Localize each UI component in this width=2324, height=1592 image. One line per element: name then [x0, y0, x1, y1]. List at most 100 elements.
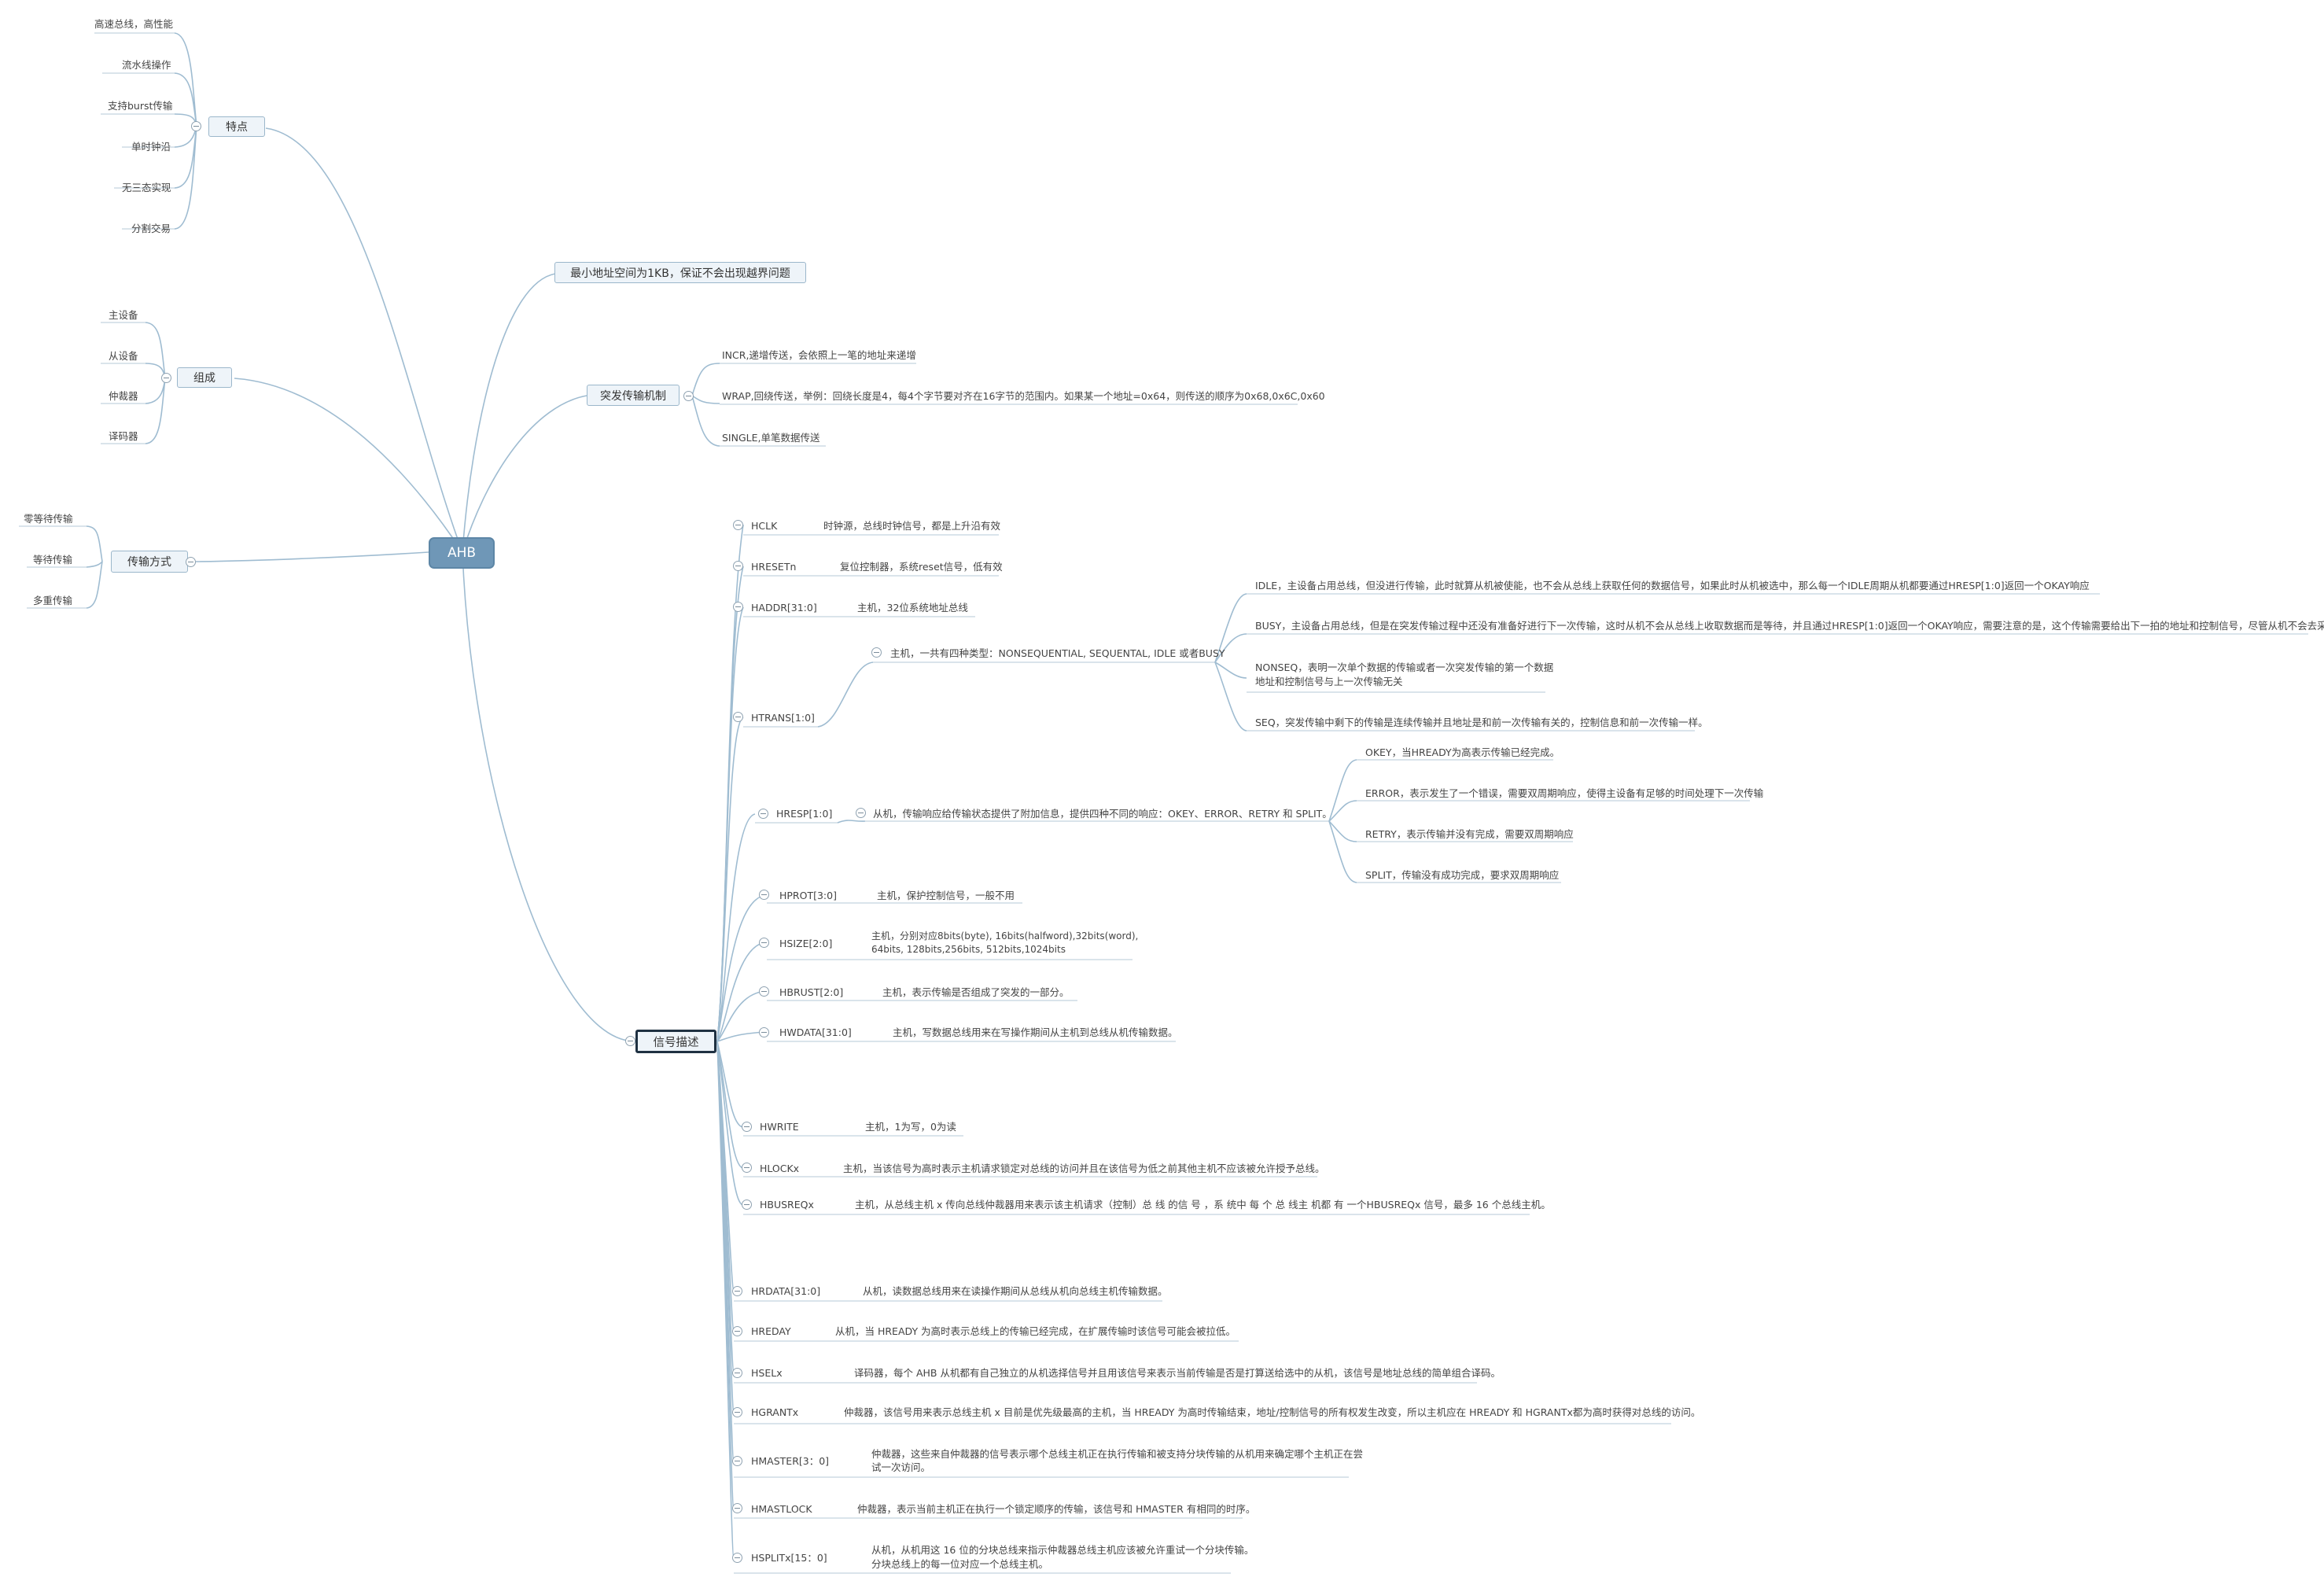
collapse-hclk-icon[interactable]	[733, 520, 743, 530]
burst-label: 突发传输机制	[600, 389, 666, 403]
hresp-sub-okey: OKEY，当HREADY为高表示传输已经完成。	[1365, 746, 1560, 758]
htrans-sub-idle: IDLE，主设备占用总线，但没进行传输，此时就算从机被使能，也不会从总线上获取任…	[1255, 580, 2090, 591]
collapse-hselx-icon[interactable]	[732, 1368, 742, 1378]
collapse-signals-icon[interactable]	[625, 1036, 635, 1046]
signal-name: HGRANTx	[751, 1406, 799, 1418]
composition-item: 从设备	[109, 350, 138, 362]
collapse-hsplitx-icon[interactable]	[732, 1553, 742, 1563]
signal-name: HWDATA[31:0]	[779, 1026, 852, 1038]
root-node-ahb[interactable]: AHB	[429, 537, 495, 569]
collapse-hwrite-icon[interactable]	[742, 1122, 752, 1132]
collapse-haddr-icon[interactable]	[733, 602, 743, 612]
collapse-hresp-desc-icon[interactable]	[856, 808, 866, 818]
features-node[interactable]: 特点	[208, 116, 265, 137]
collapse-hwdata-icon[interactable]	[759, 1027, 769, 1037]
signal-desc: 仲裁器，这些来自仲裁器的信号表示哪个总线主机正在执行传输和被支持分块传输的从机用…	[871, 1448, 1364, 1460]
signal-desc: 主机，分别对应8bits(byte), 16bits(halfword),32b…	[871, 931, 1139, 942]
htrans-sub-nonseq-2: 地址和控制信号与上一次传输无关	[1255, 676, 1403, 687]
signal-desc-line2: 试一次访问。	[871, 1461, 931, 1473]
collapse-hgrantx-icon[interactable]	[732, 1407, 742, 1417]
signal-name: HADDR[31:0]	[751, 602, 817, 614]
signals-label: 信号描述	[653, 1036, 699, 1049]
collapse-transfer-icon[interactable]	[186, 557, 196, 567]
collapse-hburst-icon[interactable]	[759, 986, 769, 997]
signal-name: HLOCKx	[760, 1163, 800, 1174]
signal-desc: 仲裁器，表示当前主机正在执行一个锁定顺序的传输，该信号和 HMASTER 有相同…	[857, 1503, 1256, 1515]
htrans-sub-busy: BUSY，主设备占用总线，但是在突发传输过程中还没有准备好进行下一次传输，这时从…	[1255, 620, 2324, 632]
transfer-item: 等待传输	[33, 554, 73, 566]
signals-node[interactable]: 信号描述	[635, 1030, 716, 1053]
min-address-label: 最小地址空间为1KB，保证不会出现越界问题	[570, 267, 790, 280]
signal-name: HTRANS[1:0]	[751, 712, 815, 724]
feature-item: 高速总线，高性能	[94, 18, 174, 30]
collapse-hprot-icon[interactable]	[759, 890, 769, 900]
feature-item: 单时钟沿	[131, 141, 171, 153]
collapse-htrans-desc-icon[interactable]	[871, 647, 882, 658]
hresp-sub-split: SPLIT，传输没有成功完成，要求双周期响应	[1365, 869, 1560, 881]
signal-desc: 复位控制器，系统reset信号，低有效	[840, 561, 1003, 573]
collapse-hbusreqx-icon[interactable]	[742, 1200, 752, 1210]
collapse-burst-icon[interactable]	[683, 391, 694, 401]
burst-item-incr: INCR,递增传送，会依照上一笔的地址来递增	[722, 349, 916, 361]
signal-name: HRESP[1:0]	[776, 808, 833, 820]
collapse-hresp-icon[interactable]	[758, 809, 768, 819]
collapse-hrdata-icon[interactable]	[732, 1286, 742, 1296]
signal-name: HPROT[3:0]	[779, 890, 837, 901]
signal-desc: 主机，从总线主机 x 传向总线仲裁器用来表示该主机请求（控制）总 线 的信 号 …	[855, 1199, 1551, 1211]
composition-node[interactable]: 组成	[177, 367, 232, 388]
signal-desc: 从机，读数据总线用来在读操作期间从总线从机向总线主机传输数据。	[863, 1285, 1168, 1297]
collapse-hready-icon[interactable]	[732, 1326, 742, 1336]
burst-item-single: SINGLE,单笔数据传送	[722, 432, 820, 444]
signal-name: HCLK	[751, 520, 778, 532]
signal-name: HRDATA[31:0]	[751, 1285, 821, 1297]
signal-name: HRESETn	[751, 561, 797, 573]
signal-name: HSPLITx[15：0]	[751, 1552, 827, 1564]
signal-desc: 译码器，每个 AHB 从机都有自己独立的从机选择信号并且用该信号来表示当前传输是…	[854, 1367, 1501, 1379]
collapse-composition-icon[interactable]	[161, 373, 171, 383]
signal-desc: 主机，一共有四种类型：NONSEQUENTIAL, SEQUENTAL, IDL…	[890, 647, 1225, 659]
signal-name: HWRITE	[760, 1121, 799, 1133]
feature-item: 无三态实现	[122, 182, 171, 193]
collapse-hresetn-icon[interactable]	[733, 561, 743, 571]
signal-desc: 主机，表示传输是否组成了突发的一部分。	[882, 986, 1070, 998]
collapse-hsize-icon[interactable]	[759, 938, 769, 948]
collapse-features-icon[interactable]	[191, 121, 201, 131]
signal-desc: 主机，32位系统地址总线	[857, 602, 968, 614]
signal-name: HMASTLOCK	[751, 1503, 812, 1515]
htrans-sub-seq: SEQ，突发传输中剩下的传输是连续传输并且地址是和前一次传输有关的，控制信息和前…	[1255, 717, 1708, 728]
burst-item-wrap: WRAP,回绕传送，举例：回绕长度是4，每4个字节要对齐在16字节的范围内。如果…	[722, 390, 1325, 402]
transfer-label: 传输方式	[127, 556, 171, 569]
signal-name: HREDAY	[751, 1325, 791, 1337]
signal-desc: 主机，1为写，0为读	[865, 1121, 956, 1133]
signal-desc: 从机，当 HREADY 为高时表示总线上的传输已经完成，在扩展传输时该信号可能会…	[835, 1325, 1236, 1337]
root-label: AHB	[447, 545, 477, 561]
signal-desc-line2: 分块总线上的每一位对应一个总线主机。	[871, 1558, 1049, 1570]
signal-name: HBRUST[2:0]	[779, 986, 844, 998]
signal-desc: 仲裁器，该信号用来表示总线主机 x 目前是优先级最高的主机，当 HREADY 为…	[844, 1406, 1701, 1418]
min-address-node[interactable]: 最小地址空间为1KB，保证不会出现越界问题	[554, 262, 806, 283]
hresp-sub-retry: RETRY，表示传输并没有完成，需要双周期响应	[1365, 828, 1574, 840]
transfer-item: 多重传输	[33, 595, 73, 606]
transfer-item: 零等待传输	[24, 513, 73, 525]
signal-desc: 从机，从机用这 16 位的分块总线来指示仲裁器总线主机应该被允许重试一个分块传输…	[871, 1544, 1254, 1556]
signal-desc: 时钟源，总线时钟信号，都是上升沿有效	[823, 520, 1001, 532]
collapse-htrans-icon[interactable]	[733, 712, 743, 722]
signal-name: HSIZE[2:0]	[779, 938, 833, 949]
htrans-sub-nonseq: NONSEQ，表明一次单个数据的传输或者一次突发传输的第一个数据	[1255, 661, 1554, 673]
composition-item: 仲裁器	[109, 390, 138, 402]
collapse-hmastlock-icon[interactable]	[732, 1503, 742, 1513]
signal-desc: 主机，保护控制信号，一般不用	[877, 890, 1015, 901]
signal-name: HBUSREQx	[760, 1199, 814, 1211]
feature-item: 支持burst传输	[108, 100, 173, 112]
composition-item: 译码器	[109, 430, 138, 442]
transfer-node[interactable]: 传输方式	[111, 551, 188, 573]
hresp-sub-error: ERROR，表示发生了一个错误，需要双周期响应，使得主设备有足够的时间处理下一次…	[1365, 787, 1764, 799]
burst-node[interactable]: 突发传输机制	[587, 385, 680, 406]
composition-label: 组成	[193, 372, 215, 385]
signal-desc: 主机，当该信号为高时表示主机请求锁定对总线的访问并且在该信号为低之前其他主机不应…	[843, 1163, 1325, 1174]
collapse-hmaster-icon[interactable]	[732, 1456, 742, 1466]
collapse-hlockx-icon[interactable]	[742, 1163, 752, 1173]
composition-item: 主设备	[109, 309, 138, 321]
